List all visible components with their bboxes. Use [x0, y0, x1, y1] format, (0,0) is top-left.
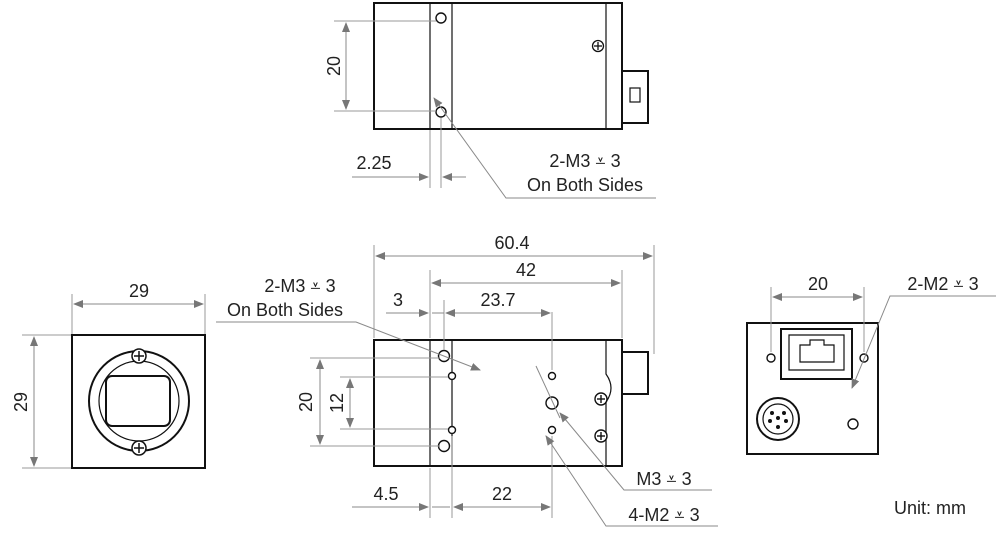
side-dim-60-4: 60.4: [494, 233, 529, 253]
rear-led: [847, 418, 859, 430]
side-m2-hole-3: [547, 371, 557, 381]
side-screw-upper-icon: [594, 392, 608, 406]
side-dim-23-7: 23.7: [480, 290, 515, 310]
side-dim-12: 12: [327, 393, 347, 413]
top-view: [334, 2, 656, 199]
rear-view-body: [746, 322, 879, 455]
unit-label: Unit: mm: [894, 498, 966, 518]
top-dim-20: 20: [324, 56, 344, 76]
rj45-port: [780, 328, 853, 380]
side-m3-hole-center: [545, 396, 559, 410]
side-m3-hole-lower: [437, 439, 451, 453]
side-m2-hole-4: [547, 425, 557, 435]
side-m2-hole-1: [447, 371, 457, 381]
side-callout-m2: 4-M2 ⩡ 3: [628, 505, 699, 525]
front-view-body: [71, 334, 206, 469]
side-m2-hole-2: [447, 425, 457, 435]
side-dim-22: 22: [492, 484, 512, 504]
top-dim-2-25: 2.25: [356, 153, 391, 173]
rear-view: [746, 287, 996, 455]
front-screw-top-icon: [131, 348, 147, 364]
side-dim-42: 42: [516, 260, 536, 280]
gpio-connector: [756, 397, 800, 441]
rear-callout: 2-M2 ⩡ 3: [907, 274, 978, 294]
rear-dim-20: 20: [808, 274, 828, 294]
side-screw-lower-icon: [594, 429, 608, 443]
side-dim-20: 20: [296, 392, 316, 412]
top-view-body: [373, 2, 623, 130]
side-view-body: [373, 339, 623, 467]
top-callout-line2: On Both Sides: [527, 175, 643, 195]
side-dim-3: 3: [393, 290, 403, 310]
side-callout-m3: M3 ⩡ 3: [636, 469, 691, 489]
side-view: [216, 245, 718, 527]
rear-hole-left: [766, 353, 776, 363]
side-callout-line1: 2-M3 ⩡ 3: [264, 276, 335, 296]
side-connector: [621, 351, 649, 395]
front-dim-width: 29: [129, 281, 149, 301]
top-callout-line1: 2-M3 ⩡ 3: [549, 151, 620, 171]
top-screw-icon: [591, 39, 605, 53]
top-hole-upper: [435, 12, 447, 24]
side-callout-line2: On Both Sides: [227, 300, 343, 320]
side-dim-4-5: 4.5: [373, 484, 398, 504]
front-screw-bottom-icon: [131, 440, 147, 456]
front-dim-height: 29: [11, 392, 31, 412]
front-view: [22, 294, 206, 469]
top-connector: [621, 70, 649, 124]
